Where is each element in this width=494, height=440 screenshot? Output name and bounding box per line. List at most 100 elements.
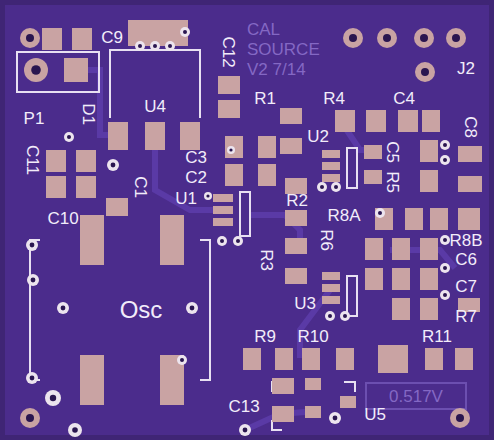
silkscreen-label: R7 [455,307,477,326]
via-drill [26,34,34,42]
silkscreen-label: C4 [393,89,415,108]
silkscreen-label: R3 [257,249,276,271]
pad [225,164,243,186]
via [26,372,38,384]
pad [365,268,383,290]
silkscreen-label: C11 [23,145,42,175]
via-ring [217,236,227,246]
via-drill [383,34,391,42]
pad [322,296,340,304]
pad [375,208,393,230]
silkscreen-label: C3 [185,148,207,167]
via-ring [446,28,466,48]
pad [398,110,418,132]
smd-pads [42,20,482,422]
via-drill [168,44,172,48]
silkscreen-label: P1 [24,109,45,128]
via [331,182,341,192]
via-ring [177,355,187,365]
via-ring [26,239,38,251]
via [107,159,119,171]
pad [364,170,382,184]
via-ring [165,41,175,51]
via-drill [452,34,460,42]
via-ring [440,155,450,165]
via-ring [331,182,341,192]
silkscreen-label: C6 [455,250,477,269]
through-holes [20,27,470,437]
via-drill [421,68,429,76]
via-drill [420,34,428,42]
silkscreen-label: U5 [364,405,386,424]
silkscreen-label: R2 [286,191,308,210]
silkscreen-label: D1 [79,103,98,125]
via-drill [190,306,195,311]
via-ring [239,424,251,436]
via-ring [68,423,82,437]
silkscreen-label: C2 [185,168,207,187]
via-drill [180,358,184,362]
pad [420,170,438,192]
silkscreen-label: CAL SOURCE V2 7/14 [247,20,327,80]
via-ring [329,412,341,424]
via [233,236,243,246]
via [227,146,235,154]
pad [46,150,66,172]
pad [405,208,423,230]
via-drill [30,243,35,248]
via-ring [375,208,385,218]
pad [42,28,62,50]
pad [420,268,438,290]
via-ring [26,372,38,384]
via-ring [340,311,350,321]
via [340,311,350,321]
pad [258,164,276,186]
pad [80,215,104,265]
silkscreen-label: U2 [307,127,329,146]
pad [455,348,473,370]
silkscreen-label: C7 [455,277,477,296]
silkscreen-label: C9 [101,28,123,47]
silkscreen-label: R1 [254,89,276,108]
pad [213,206,233,214]
via-ring [415,62,435,82]
via-ring [450,408,470,428]
silkscreen-label: C1 [131,176,150,198]
pad [322,162,340,170]
via-ring [440,290,450,300]
pad [280,138,302,154]
pad [302,348,320,370]
via [375,208,385,218]
via-drill [220,239,224,243]
via-drill [443,293,447,297]
pad [213,194,233,202]
pad [458,176,482,192]
via-ring [180,27,190,37]
via-drill [67,135,71,139]
via-drill [31,65,41,75]
silkscreen-label: U3 [294,294,316,313]
via-drill [349,34,357,42]
via-ring [377,28,397,48]
via-drill [443,266,447,270]
via-ring [24,58,48,82]
pad [76,150,96,172]
via-drill [243,428,248,433]
silkscreen-label: C5 [383,141,402,163]
pad [280,108,302,124]
via-ring [325,311,335,321]
via-drill [236,239,240,243]
via [26,239,38,251]
via-ring [227,146,235,154]
pad [425,348,443,370]
via-ring [233,236,243,246]
via-drill [72,427,78,433]
via [325,311,335,321]
via-ring [135,41,145,51]
via [64,132,74,142]
silkscreen-label: R9 [254,327,276,346]
via-drill [443,158,447,162]
via-drill [206,194,209,197]
via-ring [440,263,450,273]
